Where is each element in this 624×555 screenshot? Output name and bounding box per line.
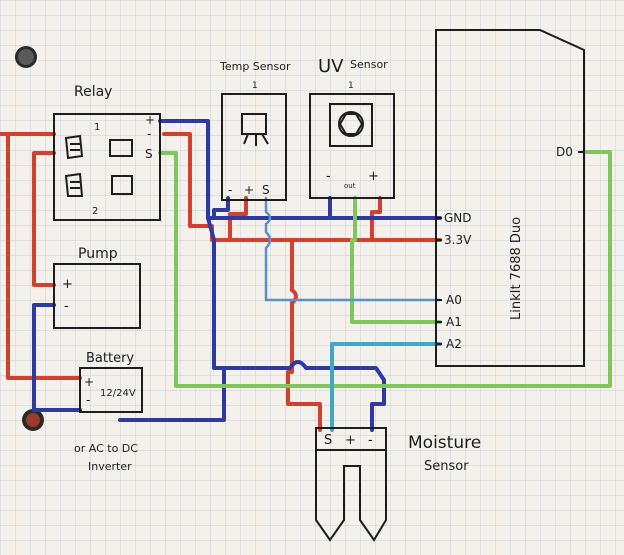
green-signal-wires	[158, 150, 612, 388]
relay-contact-icon	[109, 139, 133, 157]
temp-sensor-pin-top: 1	[252, 81, 258, 91]
board-pin-gnd: GND	[444, 211, 472, 225]
moisture-pin-s: S	[324, 433, 332, 448]
board-pin-d0: D0	[556, 145, 573, 159]
battery-box	[79, 367, 143, 413]
battery-alt-line1: or AC to DC	[74, 442, 138, 455]
moisture-sensor-title: Moisture	[408, 433, 481, 453]
pump-pin-minus: -	[64, 299, 69, 314]
board-pin-a0: A0	[446, 293, 462, 307]
board-title: LinkIt 7688 Duo	[509, 217, 524, 320]
uv-sensor-pin-top: 1	[348, 81, 354, 91]
uv-sensor-title-small: Sensor	[350, 58, 388, 71]
component-outlines	[53, 29, 585, 542]
moisture-sensor-head	[315, 427, 387, 451]
uv-sensor-pin-out: out	[344, 182, 356, 190]
moisture-sensor-probe	[315, 450, 387, 542]
uv-sensor-pin-plus: +	[368, 169, 379, 184]
relay-pin-bottom: 2	[92, 206, 98, 217]
battery-pin-plus: +	[84, 375, 94, 389]
battery-alt-line2: Inverter	[88, 460, 132, 473]
uv-sensor-box	[309, 93, 395, 199]
moisture-pin-minus: -	[368, 433, 373, 448]
battery-voltage: 12/24V	[100, 388, 136, 399]
temp-sensor-box	[221, 93, 287, 201]
board-pin-a2: A2	[446, 337, 462, 351]
battery-title: Battery	[86, 351, 134, 366]
pump-pin-plus: +	[62, 277, 73, 292]
temp-sensor-pin-s: S	[262, 183, 270, 197]
moisture-signal-wire	[330, 342, 442, 432]
board-pin-a1: A1	[446, 315, 462, 329]
relay-coil2-icon	[64, 172, 84, 197]
relay-pin-plus: +	[145, 113, 155, 127]
temp-sensor-icon	[241, 113, 269, 146]
relay-pin-top: 1	[94, 122, 100, 133]
relay-pin-s: S	[145, 147, 153, 161]
uv-sensor-pin-minus: -	[326, 169, 331, 184]
labels: Relay 1 2 + - S Temp Sensor 1 - + S UV S…	[62, 56, 573, 474]
pump-title: Pump	[78, 246, 118, 262]
temp-sensor-pin-minus: -	[228, 183, 232, 197]
board-pin-3v3: 3.3V	[444, 233, 472, 247]
relay-coil-icon	[64, 134, 84, 160]
relay-contact2-icon	[111, 175, 133, 195]
relay-pin-minus: -	[147, 127, 151, 141]
moisture-sensor-subtitle: Sensor	[424, 459, 469, 474]
relay-title: Relay	[74, 84, 112, 100]
temp-sensor-pin-plus: +	[244, 183, 254, 197]
relay-box	[53, 113, 161, 221]
pump-box	[53, 263, 141, 329]
temp-sensor-title: Temp Sensor	[219, 60, 291, 73]
board-outline	[435, 29, 585, 367]
moisture-pin-plus: +	[345, 433, 356, 448]
uv-sensor-title-big: UV	[318, 56, 344, 77]
wires	[0, 119, 612, 432]
temp-signal-wire	[264, 196, 442, 302]
battery-pin-minus: -	[86, 393, 90, 407]
